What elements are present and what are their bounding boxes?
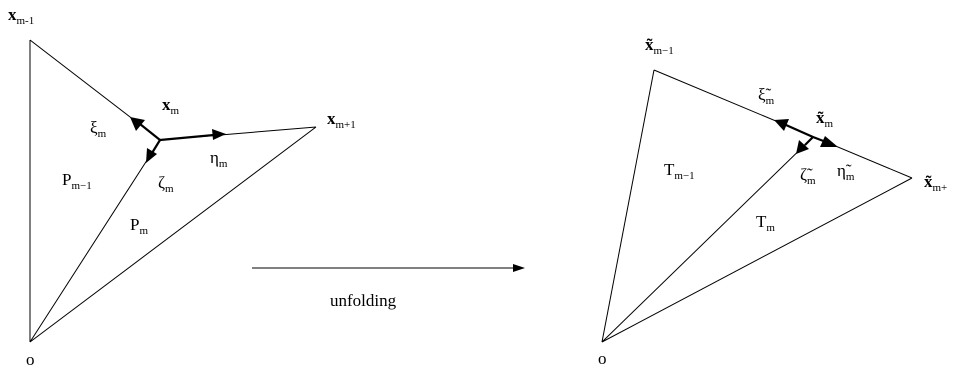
left-xi-vector — [139, 123, 161, 141]
left-region-lower-label: Pm — [130, 215, 148, 237]
left-zeta-label: ζm — [158, 173, 174, 195]
left-vertex-right-label: xm+1 — [327, 109, 356, 131]
right-zeta-arrowhead — [796, 140, 809, 154]
left-edge-right-origin — [29, 126, 317, 343]
unfolding-arrowhead — [513, 264, 525, 272]
left-zeta-arrowhead — [146, 148, 157, 163]
left-region-upper-label: Pm−1 — [62, 170, 92, 192]
left-eta-arrowhead — [212, 129, 226, 140]
left-origin-label: o — [26, 350, 35, 369]
left-zeta-vector — [151, 139, 161, 154]
right-region-lower-label: Tm — [756, 212, 775, 234]
right-vertex-center-label: x̃m — [816, 108, 834, 130]
left-eta-label: ηm — [210, 148, 228, 170]
left-vertex-top-label: xm-1 — [8, 5, 34, 27]
right-zeta-vector — [804, 136, 814, 146]
right-origin-label: o — [598, 349, 607, 368]
right-xi-arrowhead — [774, 119, 789, 131]
right-eta-arrowhead — [820, 136, 838, 147]
right-xi-vector — [785, 123, 814, 139]
left-xi-label: ξm — [90, 118, 107, 140]
left-eta-vector — [159, 133, 215, 142]
left-xi-arrowhead — [130, 117, 145, 131]
right-xi-label: ξ̃m — [758, 85, 775, 107]
right-figure: x̃m−1 x̃m x̃m+ ξ̃m η̃m ζ̃m Tm−1 Tm o — [598, 35, 947, 368]
left-vertex-center-label: xm — [162, 95, 180, 117]
right-vertex-top-label: x̃m−1 — [645, 35, 674, 57]
right-edge-center-origin — [601, 136, 814, 343]
right-zeta-label: ζ̃m — [800, 165, 816, 187]
right-edge-origin-top — [601, 69, 655, 343]
unfolding-arrow-group: unfolding — [252, 264, 525, 310]
right-vertex-right-label: x̃m+ — [924, 172, 947, 194]
left-figure: xm-1 xm xm+1 ξm ηm ζm Pm−1 Pm o — [8, 5, 356, 369]
unfolding-label: unfolding — [330, 291, 397, 310]
right-region-upper-label: Tm−1 — [664, 160, 695, 182]
left-edge-center-origin — [29, 139, 161, 343]
right-eta-label: η̃m — [837, 161, 855, 183]
right-edge-right-origin — [601, 177, 913, 343]
